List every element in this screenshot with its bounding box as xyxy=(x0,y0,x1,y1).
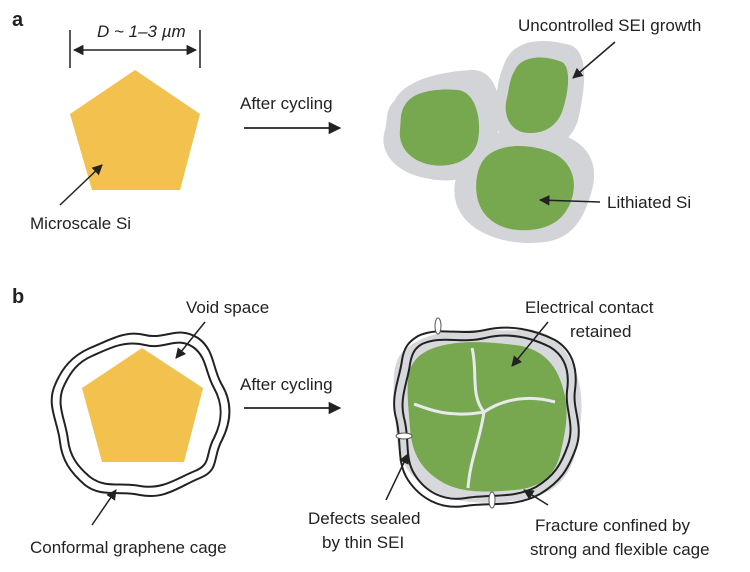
void-space-label: Void space xyxy=(186,298,269,317)
cage-pointer xyxy=(91,489,117,526)
microscale-si-label: Microscale Si xyxy=(30,214,131,233)
graphene-cage-label: Conformal graphene cage xyxy=(30,538,227,557)
defect-seal-left xyxy=(395,432,413,440)
defects-label-line2: by thin SEI xyxy=(322,533,404,552)
panel-b-letter: b xyxy=(12,286,24,308)
fracture-label-line2: strong and flexible cage xyxy=(530,540,710,559)
after-cycling-label-b: After cycling xyxy=(240,375,333,394)
graphene-cage-right xyxy=(393,326,580,508)
dimension-bracket xyxy=(69,30,201,68)
microscale-si-pointer xyxy=(59,164,103,206)
defect-seal-top xyxy=(434,317,442,335)
after-cycling-label-a: After cycling xyxy=(240,94,333,113)
lithiated-si-cluster xyxy=(383,40,595,243)
defects-label-line1: Defects sealed xyxy=(308,509,420,528)
electrical-contact-label-line1: Electrical contact xyxy=(525,298,654,317)
void-space-pointer xyxy=(175,321,206,359)
lithiated-si-pointer xyxy=(538,195,601,206)
lithiated-si-core-top-right xyxy=(505,57,569,134)
sei-growth-label: Uncontrolled SEI growth xyxy=(518,16,701,35)
panel-a-letter: a xyxy=(12,9,24,31)
si-particle-caged xyxy=(82,348,203,462)
microscale-si-particle xyxy=(70,70,200,190)
fracture-lines xyxy=(413,347,556,489)
defect-seal-bottom xyxy=(488,491,496,509)
fracture-label-line1: Fracture confined by xyxy=(535,516,690,535)
defects-pointer xyxy=(385,453,409,501)
cycled-caged-particle xyxy=(393,317,582,509)
dimension-label: D ~ 1–3 µm xyxy=(97,22,186,41)
fracture-pointer xyxy=(523,489,549,506)
electrical-contact-pointer xyxy=(511,321,549,367)
lithiated-si-core-left xyxy=(399,89,480,166)
lithiated-si-fragments xyxy=(407,342,567,492)
electrical-contact-label-line2: retained xyxy=(570,322,631,341)
lithiated-si-label: Lithiated Si xyxy=(607,193,691,212)
sei-growth-pointer xyxy=(572,41,616,79)
lithiated-si-core-bottom xyxy=(476,146,574,231)
graphene-cage-left xyxy=(50,331,231,497)
